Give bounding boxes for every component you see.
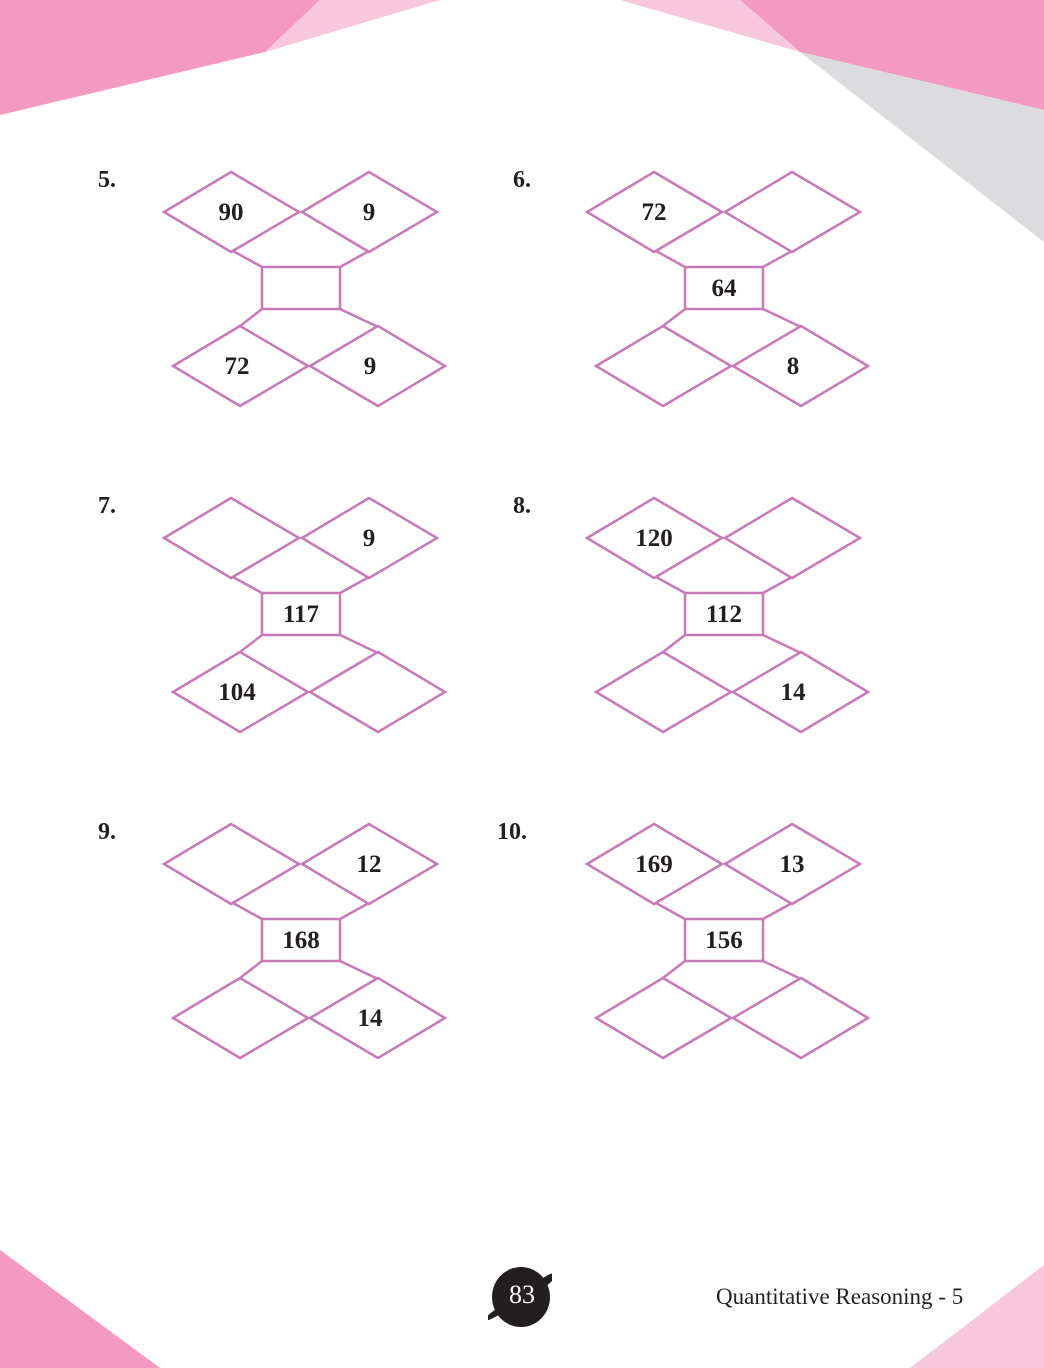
problem-number: 9.: [98, 819, 116, 845]
top-left-diamond: [584, 822, 725, 906]
top-right-diamond-value: 12: [356, 851, 382, 878]
connector-line: [339, 959, 379, 981]
connector-line: [239, 634, 263, 653]
corner-triangle: [740, 0, 1044, 110]
connector-line: [339, 633, 379, 655]
corner-triangle: [265, 0, 440, 52]
top-right-diamond: [722, 170, 863, 254]
connector-line: [232, 575, 263, 595]
center-value: 168: [282, 927, 320, 954]
bottom-left-diamond: [593, 976, 734, 1060]
connector-line: [762, 633, 802, 655]
connector-line: [662, 634, 686, 653]
bottom-right-diamond: [730, 650, 871, 734]
bottom-right-diamond: [307, 976, 448, 1060]
connector-line: [762, 901, 793, 921]
top-left-diamond: [161, 170, 302, 254]
top-right-diamond: [299, 496, 440, 580]
top-left-diamond-value: 120: [635, 525, 673, 552]
top-left-diamond: [584, 496, 725, 580]
bottom-right-diamond-value: 8: [786, 353, 800, 380]
corner-triangle: [0, 0, 320, 115]
center-value: 117: [282, 601, 320, 628]
connector-line: [232, 901, 263, 921]
problem-number: 5.: [98, 167, 116, 193]
connector-line: [655, 575, 686, 595]
bottom-left-diamond-value: 104: [218, 679, 256, 706]
book-title: Quantitative Reasoning - 5: [716, 1284, 964, 1309]
corner-triangle: [800, 52, 1044, 242]
top-left-diamond: [161, 822, 302, 906]
bottom-right-diamond-value: 9: [363, 353, 377, 380]
center-box: [683, 265, 765, 311]
top-left-diamond-value: 72: [641, 199, 667, 226]
center-box: [260, 917, 342, 963]
center-box: [683, 917, 765, 963]
connector-line: [762, 959, 802, 981]
connector-line: [662, 308, 686, 327]
top-right-diamond-value: 9: [362, 199, 376, 226]
bottom-right-diamond: [730, 976, 871, 1060]
connector-line: [762, 307, 802, 329]
page-number: 83: [509, 1280, 535, 1309]
connector-line: [339, 901, 370, 921]
corner-triangle: [910, 1265, 1044, 1368]
connector-line: [239, 960, 263, 979]
top-right-diamond-value: 13: [779, 851, 805, 878]
center-box: [260, 591, 342, 637]
top-left-diamond-value: 169: [635, 851, 673, 878]
bottom-right-diamond: [730, 324, 871, 408]
bottom-right-diamond: [307, 650, 448, 734]
center-box: [260, 265, 342, 311]
top-right-diamond: [722, 822, 863, 906]
center-value: 64: [711, 275, 737, 302]
top-right-diamond-value: 9: [362, 525, 376, 552]
top-right-diamond: [722, 496, 863, 580]
connector-line: [339, 249, 370, 269]
problem-number: 8.: [513, 493, 531, 519]
connector-line: [655, 249, 686, 269]
center-value: 156: [705, 927, 743, 954]
connector-line: [655, 901, 686, 921]
connector-line: [239, 308, 263, 327]
connector-line: [762, 575, 793, 595]
bottom-left-diamond-value: 72: [224, 353, 250, 380]
connector-line: [232, 249, 263, 269]
top-left-diamond-value: 90: [218, 199, 244, 226]
connector-line: [662, 960, 686, 979]
top-right-diamond: [299, 170, 440, 254]
bottom-right-diamond: [307, 324, 448, 408]
top-left-diamond: [161, 496, 302, 580]
top-right-diamond: [299, 822, 440, 906]
problem-number: 7.: [98, 493, 116, 519]
page-number-badge: [488, 1267, 552, 1327]
connector-line: [762, 249, 793, 269]
center-box: [683, 591, 765, 637]
problem-number: 6.: [513, 167, 531, 193]
connector-line: [339, 575, 370, 595]
center-value: 112: [705, 601, 743, 628]
top-left-diamond: [584, 170, 725, 254]
connector-line: [339, 307, 379, 329]
bottom-right-diamond-value: 14: [780, 679, 806, 706]
corner-triangle: [0, 1250, 160, 1368]
bottom-right-diamond-value: 14: [357, 1005, 383, 1032]
problem-number: 10.: [497, 819, 527, 845]
